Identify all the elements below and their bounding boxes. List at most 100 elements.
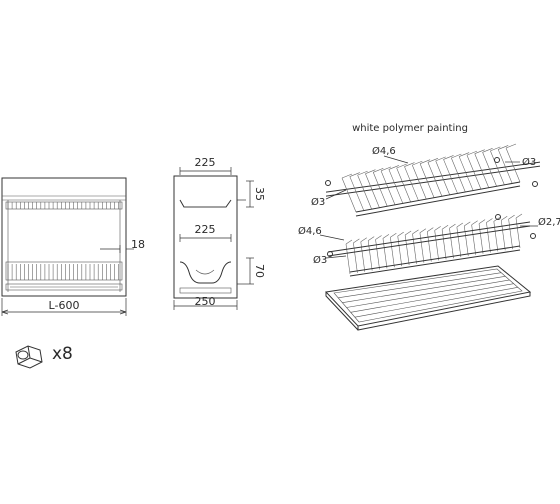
lower-rack-wire <box>404 234 410 265</box>
lower-rack-wire-tip <box>353 238 360 244</box>
coating-title: white polymer painting <box>352 123 468 134</box>
upper-rack-wire-tip <box>490 146 501 152</box>
upper-rack-wire-tip <box>365 169 376 174</box>
upper-main-dia: Ø4,6 <box>372 145 396 157</box>
upper-rack-wire-tip <box>404 162 415 167</box>
upper-rack <box>325 143 540 217</box>
lower-rack-wire-tip <box>375 235 382 240</box>
upper-rack-end-cap-right <box>532 181 538 187</box>
upper-rack-wire <box>349 176 365 211</box>
upper-rack-wire-tip <box>396 163 407 169</box>
upper-rack-wire <box>497 149 513 184</box>
accessory-qty-label: x8 <box>52 344 73 364</box>
lower-rack-wire <box>449 228 454 259</box>
upper-rack-wire <box>505 147 521 183</box>
top-width-label: 225 <box>195 156 216 169</box>
lower-rack-wire <box>456 227 462 258</box>
lower-rack-wire <box>412 233 417 264</box>
upper-rack-wire-tip <box>357 170 368 176</box>
upper-rack-wire <box>466 155 482 190</box>
upper-end-dia: Ø3 <box>522 156 536 168</box>
upper-rack-wire <box>396 167 411 203</box>
upper-rack-base-bar-2 <box>355 185 521 217</box>
upper-rack-wire-tip <box>427 158 439 163</box>
front-drip-tray <box>5 283 123 291</box>
accessory: x8 <box>15 344 73 369</box>
drip-tray <box>324 265 532 331</box>
lower-rack-wire-tip <box>515 213 523 219</box>
lower-rack-wire <box>419 232 425 263</box>
upper-rack-wire-tip <box>498 145 509 150</box>
upper-rack-wire-tip <box>443 155 454 160</box>
upper-rack-wire-tip <box>380 166 392 172</box>
upper-rack-wire-tip <box>349 172 360 177</box>
dim-arrows-width <box>1 309 127 315</box>
top-height-label: 35 <box>253 187 266 201</box>
drip-tray-rib <box>350 283 514 313</box>
upper-rack-end-cap-left <box>325 180 331 186</box>
lower-rack-wire-tip <box>456 222 464 228</box>
lower-rack-front-bar-2 <box>327 225 531 257</box>
drip-tray-edge <box>357 292 531 331</box>
callout-upper-main <box>383 155 409 164</box>
lower-rack-inner-curve <box>195 269 215 275</box>
lower-rack-wire <box>493 221 499 252</box>
lower-rack-wire <box>515 217 521 249</box>
lower-rack-wire-tip <box>464 221 471 227</box>
lower-rack-wire-tip <box>404 230 412 236</box>
front-view: 18 L-600 <box>1 177 145 316</box>
upper-left-dia: Ø3 <box>311 196 325 208</box>
upper-rack-end-cap-top <box>494 157 500 163</box>
cabinet-outline <box>1 177 127 297</box>
upper-rack-wire <box>482 152 497 187</box>
lower-rack-wire-tip <box>478 219 486 224</box>
callout-lower-main <box>319 234 345 241</box>
upper-rack-wire <box>419 163 435 198</box>
upper-rack-wire-tip <box>341 173 353 179</box>
upper-rack-wire <box>474 153 490 188</box>
upper-rack-wire <box>372 172 388 207</box>
callout-lower-left <box>325 255 347 259</box>
upper-rack-wire <box>427 162 443 197</box>
lower-rack-wire <box>478 223 484 254</box>
upper-rack-wire-tip <box>388 165 399 170</box>
upper-rack-wire-tip <box>419 159 431 164</box>
lower-rack-wire-tip <box>501 216 508 221</box>
upper-rack-base-bar <box>355 181 521 213</box>
front-lower-rack-wires <box>7 264 119 280</box>
upper-rack-front-bar <box>326 161 540 193</box>
lower-rack-wire <box>427 231 432 262</box>
upper-rack-wire-tip <box>373 168 384 173</box>
mid-width-label: 225 <box>195 223 216 236</box>
lower-rack-wires <box>345 213 523 275</box>
drip-tray-rib <box>354 287 518 318</box>
lower-rack-wire-tip <box>419 228 427 233</box>
upper-rack-wire-tip <box>466 150 478 156</box>
lower-rack-wire <box>397 236 403 267</box>
lower-rack-wire-tip <box>390 232 397 238</box>
mounting-clip-icon <box>15 345 43 369</box>
lower-rack-wire <box>441 229 447 260</box>
lower-rack-wire-tip <box>360 237 367 242</box>
upper-rack-wire-tip <box>459 152 470 157</box>
lower-rack-wire <box>463 225 469 256</box>
lower-rack <box>327 213 536 277</box>
lower-rack-wire-tip <box>345 239 353 245</box>
lower-rack-base-bar <box>349 245 521 273</box>
upper-rack-wire-tip <box>474 149 485 154</box>
upper-rack-wire-tip <box>505 143 517 149</box>
front-upper-rack <box>5 201 123 210</box>
upper-rack-wire <box>380 170 396 205</box>
lower-rack-base-bar-2 <box>349 249 521 277</box>
lower-rack-wire-tip <box>368 236 375 241</box>
lower-rack-wire <box>434 230 439 261</box>
lower-rack-wire-tip <box>441 225 449 230</box>
upper-rack-front-bar-2 <box>326 165 540 197</box>
lower-rack-wire-tip <box>434 226 441 231</box>
drip-tray-rib <box>338 272 502 299</box>
lower-rack-profile <box>179 261 232 284</box>
upper-rack-wire-tip <box>482 148 493 153</box>
exploded-view: white polymer painting Ø4,6 Ø3 Ø3 <box>298 123 560 331</box>
